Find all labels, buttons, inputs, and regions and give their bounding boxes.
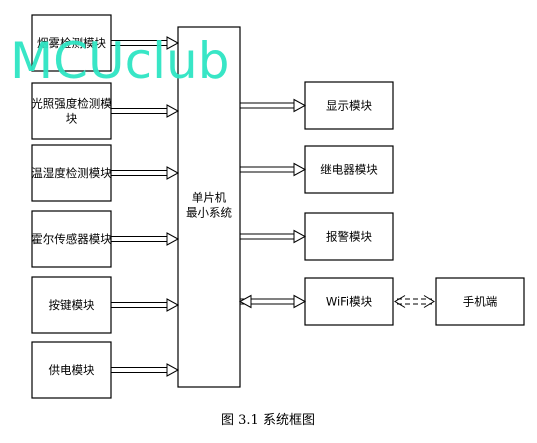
left-module-box-temp [31,144,112,202]
mcu-label: 单片机 [192,191,227,205]
arrow-mcu-to-relay-head [293,162,307,177]
right-module-box-wifi [304,277,394,326]
left-module-box-light [31,82,112,140]
left-module-box-power [31,341,112,399]
left-module-box-key [31,276,112,334]
arrow-mcu-to-display-head [293,98,307,113]
boxes-layer [31,14,525,399]
arrow-key-to-mcu-head [166,298,180,312]
arrows-layer [111,36,435,377]
arrow-power-to-mcu-head [166,363,180,377]
arrow-light-to-mcu-head [166,104,180,118]
arrow-mcu-to-alarm-head [293,229,307,244]
wifi-phone-link-head-left [394,295,406,308]
left-module-label-smoke: 烟雾检测模块 [37,36,106,50]
figure-caption: 图 3.1 系统框图 [221,413,315,428]
left-module-label-light: 块 [66,112,78,126]
arrow-smoke-to-mcu-head [166,36,180,50]
phone-box [435,277,525,326]
left-module-label-light: 光照强度检测模 [31,97,112,111]
arrow-mcu-to-wifi-head-start [238,294,252,309]
left-module-label-hall: 霍尔传感器模块 [31,232,112,246]
mcu-label: 最小系统 [186,206,232,220]
right-module-label-alarm: 报警模块 [326,230,372,244]
left-module-box-smoke [31,14,112,72]
right-module-box-alarm [304,212,394,261]
arrow-mcu-to-wifi-head [293,294,307,309]
right-module-label-wifi: WiFi模块 [326,295,373,309]
left-module-box-hall [31,210,112,268]
wifi-phone-link-head-right [423,295,435,308]
arrow-hall-to-mcu-head [166,232,180,246]
left-module-label-temp: 温湿度检测模块 [31,166,112,180]
right-module-label-relay: 继电器模块 [320,163,378,177]
phone-label: 手机端 [463,295,498,309]
watermark-logo: MCUclub [10,32,229,90]
right-module-label-display: 显示模块 [326,99,372,113]
arrow-temp-to-mcu-head [166,166,180,180]
mcu-box [177,26,241,388]
left-module-label-key: 按键模块 [49,298,95,312]
left-module-label-power: 供电模块 [49,363,95,377]
